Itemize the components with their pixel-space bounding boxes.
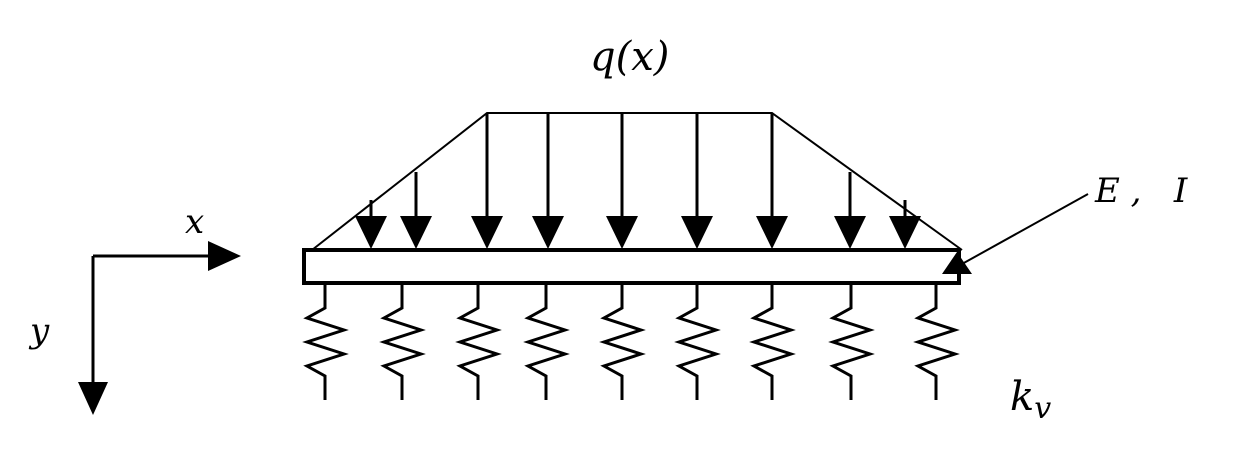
- material-label: E , I: [1094, 171, 1188, 211]
- load-arrow: [471, 113, 503, 249]
- spring: [455, 283, 502, 400]
- load-arrow: [889, 200, 921, 249]
- foundation-stiffness-label: kv: [1010, 374, 1051, 426]
- load-arrows: [355, 113, 921, 249]
- spring: [523, 283, 570, 400]
- load-arrow: [532, 113, 564, 249]
- load-arrow: [681, 113, 713, 249]
- load-arrow: [400, 172, 432, 249]
- springs: [302, 283, 960, 400]
- load-arrow: [606, 113, 638, 249]
- foundation-subscript: v: [1034, 391, 1051, 426]
- load-arrow: [756, 113, 788, 249]
- coordinate-axes: [78, 241, 241, 415]
- spring: [599, 283, 646, 400]
- foundation-k: k: [1010, 374, 1034, 420]
- spring: [379, 283, 426, 400]
- load-arrow: [834, 172, 866, 249]
- spring: [302, 283, 349, 400]
- spring: [674, 283, 721, 400]
- load-label: q(x): [590, 34, 669, 80]
- x-axis-arrowhead: [208, 241, 241, 271]
- spring: [913, 283, 960, 400]
- spring: [749, 283, 796, 400]
- load-arrow: [355, 200, 387, 249]
- beam: [302, 248, 961, 285]
- material-leader-line: [961, 193, 1089, 265]
- spring: [828, 283, 875, 400]
- y-axis-arrowhead: [78, 382, 108, 415]
- y-axis-label: y: [28, 311, 50, 351]
- x-axis-label: x: [185, 202, 204, 242]
- load-envelope: [311, 112, 963, 251]
- beam-end-marker: [942, 252, 972, 274]
